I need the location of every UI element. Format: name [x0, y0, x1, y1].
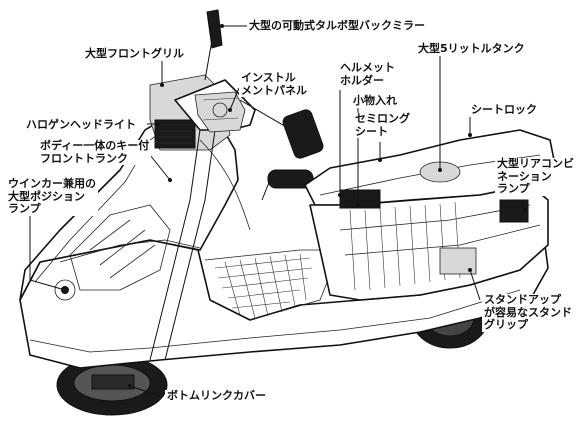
- label-bottom-link-cover: ボトムリンクカバー: [165, 389, 268, 403]
- label-small-storage: 小物入れ: [351, 94, 399, 108]
- label-front-trunk: ボディー一体のキー付 フロントトランク: [38, 139, 152, 165]
- label-fuel-tank: 大型5リットルタンク: [416, 42, 527, 56]
- floor-grid: [214, 253, 313, 319]
- engine-detail: [339, 161, 477, 291]
- label-helmet-holder: ヘルメット ホルダー: [338, 61, 397, 87]
- label-position-lamp: ウインカー兼用の 大型ポジション ランプ: [6, 177, 98, 216]
- steering-column: [149, 129, 251, 361]
- label-rear-combination-lamp: 大型リアコンビ ネーション ランプ: [495, 157, 576, 196]
- label-halogen-headlight: ハロゲンヘッドライト: [24, 118, 138, 132]
- front-wheel: [56, 354, 168, 416]
- label-seat-lock: シートロック: [469, 103, 539, 117]
- label-instrument-panel: インストル メントパネル: [239, 71, 309, 97]
- label-semilong-seat: セミロング シート: [353, 112, 412, 138]
- label-stand-grip: スタンドアップ が容易なスタンド グリップ: [482, 293, 574, 332]
- instrument-cluster: [194, 91, 246, 133]
- leader-lines: [29, 24, 527, 397]
- label-mirror: 大型の可動式タルボ型バックミラー: [247, 19, 427, 33]
- seat-rear-body: [304, 129, 556, 301]
- label-front-grille: 大型フロントグリル: [83, 47, 186, 61]
